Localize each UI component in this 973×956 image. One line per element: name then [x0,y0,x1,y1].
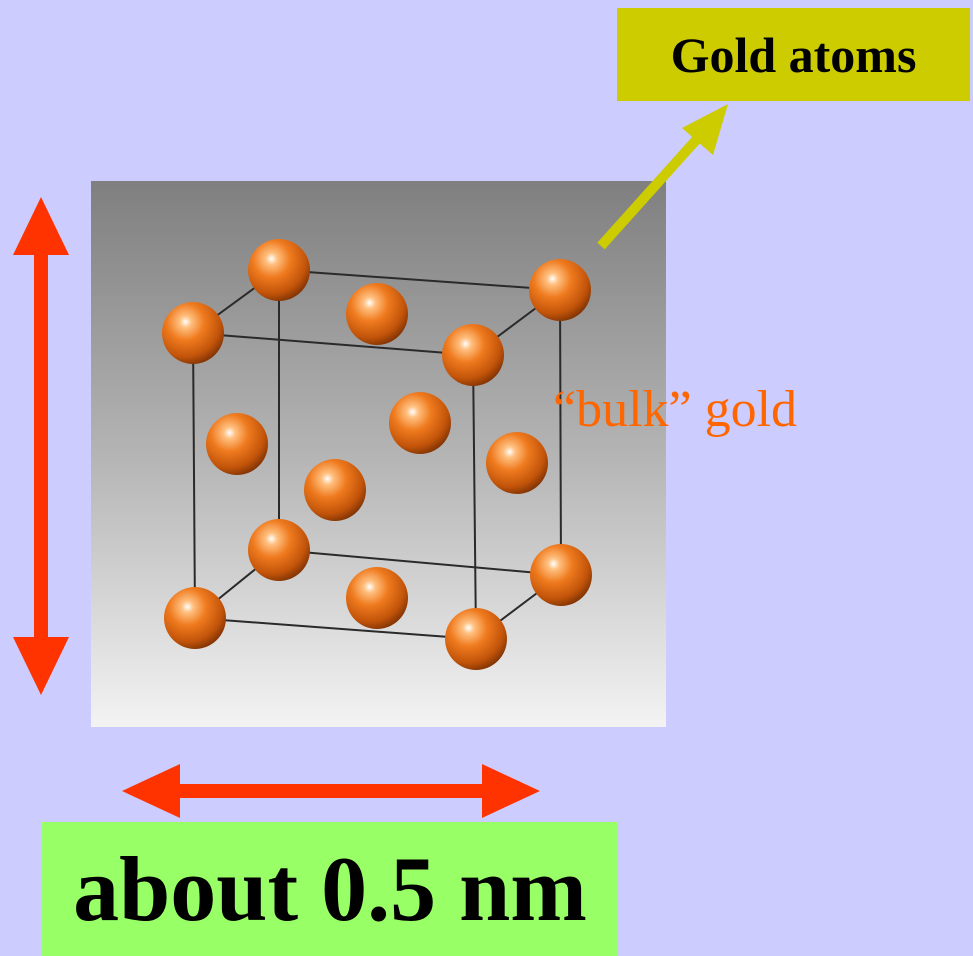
size-label: about 0.5 nm [73,838,587,940]
cube-edge [278,549,562,576]
atom [206,413,268,475]
gold-atoms-label-box [617,8,970,101]
size-label-box [42,822,618,956]
atom [248,239,310,301]
cube-edge [194,617,477,640]
horizontal-dimension-arrow [122,764,540,818]
lattice-image-panel [91,181,666,727]
atom [530,544,592,606]
atom [346,283,408,345]
cube-edge [472,354,477,640]
gold-atoms [162,239,592,670]
cube-edge [192,332,474,356]
atom [445,608,507,670]
pointer-arrow [597,104,728,250]
atom [389,392,451,454]
atom [162,302,224,364]
atom [486,432,548,494]
atom [529,259,591,321]
gold-atoms-label: Gold atoms [670,26,917,83]
atom [248,519,310,581]
atom [164,587,226,649]
bulk-gold-label: “bulk” gold [553,381,798,438]
atom [346,567,408,629]
cube-edge [192,332,196,619]
atom [442,324,504,386]
cube-edge [559,289,562,576]
vertical-dimension-arrow [13,197,69,695]
atom [304,459,366,521]
cube-edge [278,269,561,291]
